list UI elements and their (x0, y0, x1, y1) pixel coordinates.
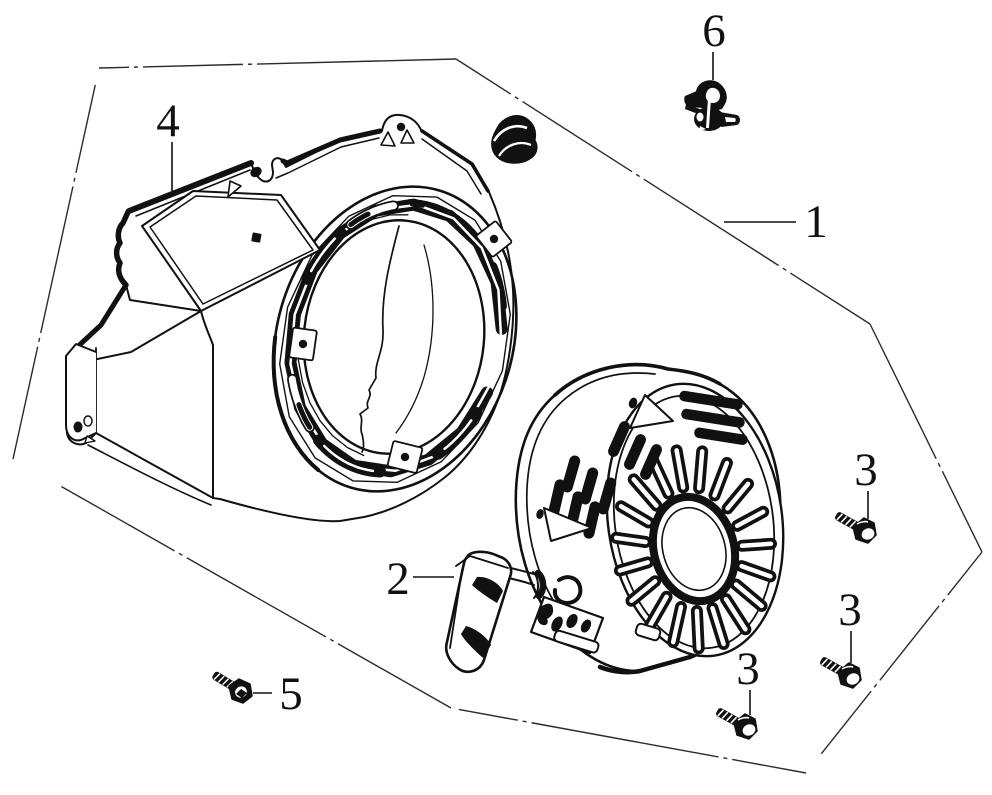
svg-text:6: 6 (702, 5, 726, 57)
svg-text:3: 3 (854, 444, 878, 496)
svg-text:2: 2 (386, 553, 410, 605)
svg-text:3: 3 (736, 643, 760, 695)
svg-text:5: 5 (279, 668, 303, 720)
svg-text:3: 3 (838, 584, 862, 636)
svg-text:4: 4 (156, 95, 180, 147)
svg-text:1: 1 (804, 196, 828, 248)
